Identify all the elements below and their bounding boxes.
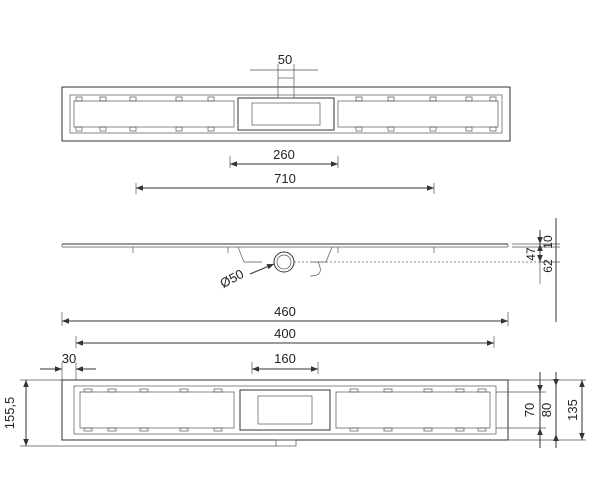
top-thickness-label: 10 (541, 235, 555, 249)
top-view-tabs (75, 96, 497, 132)
top-view: 50 260 710 (61, 52, 511, 194)
top-view-right-grate (337, 100, 499, 128)
length-dimensions: 460 400 (61, 304, 509, 348)
total-height-label: 155,5 (2, 397, 17, 430)
top-view-left-grate (73, 100, 235, 128)
side-view: Ø50 10 47 62 (61, 218, 560, 322)
top-view-outer-frame (61, 86, 511, 142)
bottom-view-center-inner (257, 395, 313, 425)
bottom-view: 30 160 155,5 (2, 351, 586, 448)
overall-length-label: 460 (274, 304, 296, 319)
bottom-view-center-box (239, 389, 331, 431)
bottom-view-outlet (275, 439, 297, 447)
bottom-center-width-label: 160 (274, 351, 296, 366)
inner-height-label: 70 (522, 403, 537, 417)
total-width-label: 710 (274, 171, 296, 186)
top-view-center-inner (251, 102, 321, 126)
outer-height-label: 135 (565, 399, 580, 421)
top-view-inner-frame (69, 94, 503, 134)
pipe-diameter-label: Ø50 (217, 266, 246, 291)
bottom-view-right-grate (335, 391, 491, 429)
side-view-body (237, 246, 333, 263)
center-width-label: 260 (273, 147, 295, 162)
edge-offset-label: 30 (62, 351, 76, 366)
outlet-width-label: 50 (278, 52, 292, 67)
mid-height-label: 80 (539, 403, 554, 417)
bottom-view-outer-frame (61, 379, 509, 441)
inner-length-label: 400 (274, 326, 296, 341)
bottom-view-inner-frame (73, 385, 497, 435)
upper-height-label: 47 (524, 247, 538, 261)
lower-height-label: 62 (541, 259, 555, 273)
top-view-outlet (277, 77, 295, 99)
bottom-view-left-grate (79, 391, 235, 429)
